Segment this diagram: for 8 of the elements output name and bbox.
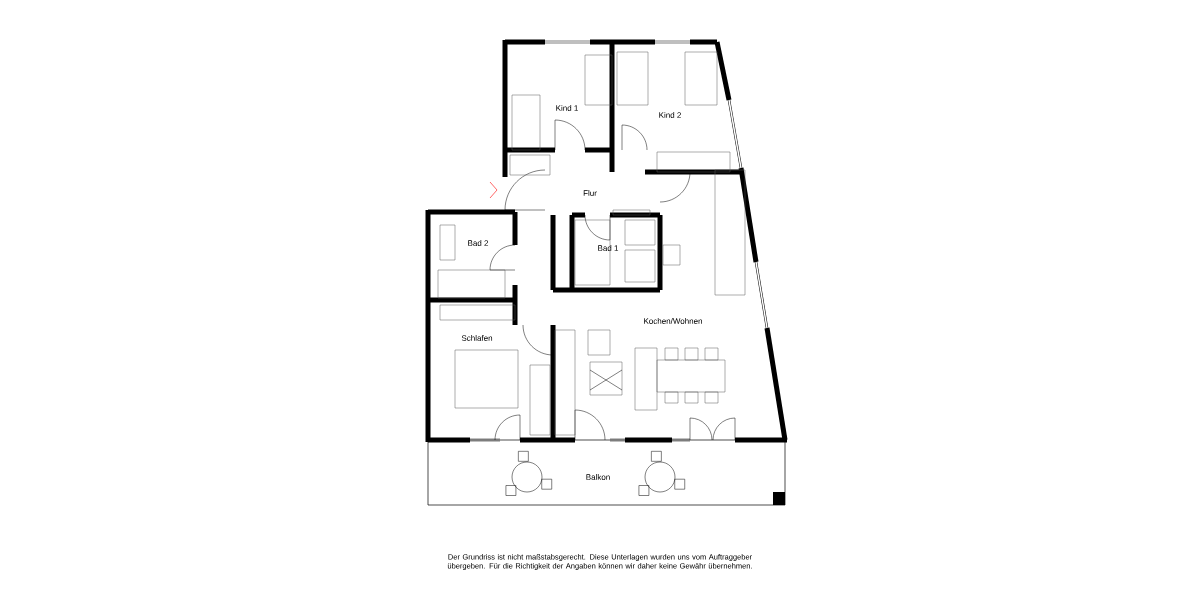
room-label: Bad 1 bbox=[598, 245, 619, 251]
room-label: Bad 2 bbox=[468, 240, 489, 246]
room-label: Flur bbox=[583, 190, 597, 196]
room-label: Balkon bbox=[586, 474, 610, 480]
room-label: Kochen/Wohnen bbox=[644, 318, 702, 324]
room-label: Kind 2 bbox=[659, 112, 681, 118]
room-label: Schlafen bbox=[461, 335, 493, 341]
room-label: Kind 1 bbox=[556, 105, 578, 111]
